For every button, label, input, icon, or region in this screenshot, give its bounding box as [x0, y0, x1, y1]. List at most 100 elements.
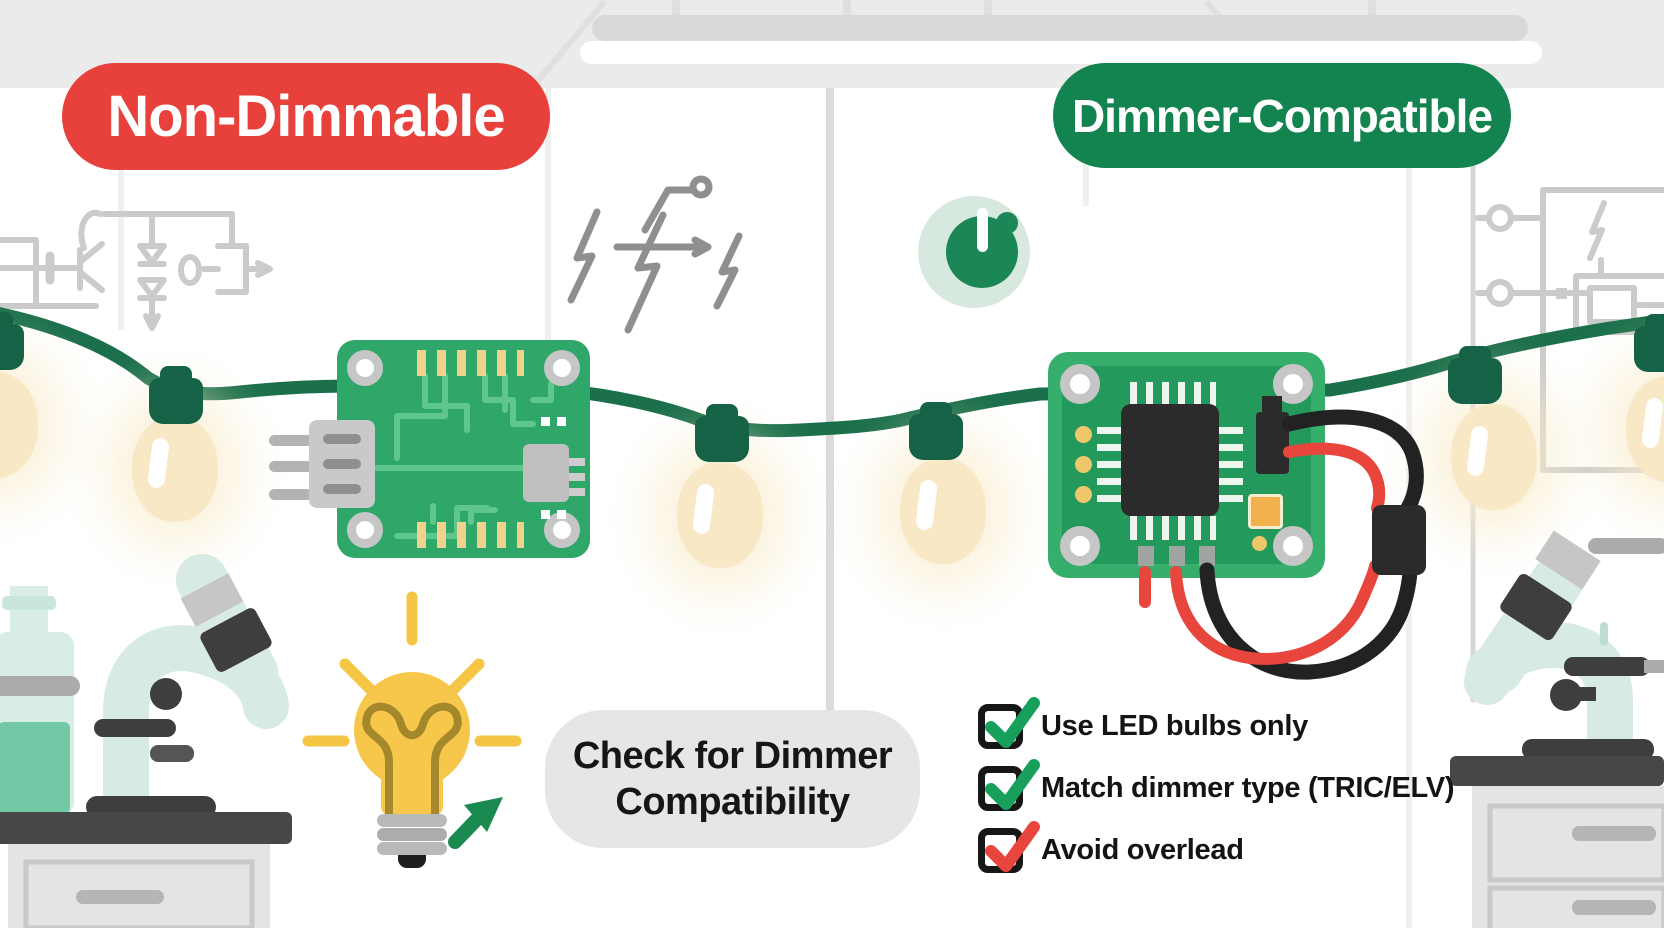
bulb-screw-base: [377, 814, 447, 827]
checkbox-icon: [978, 820, 1040, 873]
pcb-non-dimmable: [269, 340, 590, 558]
connector-slot: [323, 484, 361, 494]
lab-cabinet: [1472, 786, 1664, 928]
connector-pin: [269, 435, 313, 446]
wall-line: [545, 88, 551, 480]
callout-line2: Compatibility: [615, 781, 850, 823]
terminal-dot-icon: [689, 175, 713, 199]
checklist-label: Match dimmer type (TRIC/ELV): [1041, 771, 1455, 804]
screw-hole: [1273, 526, 1313, 566]
ceiling-light-tube: [580, 41, 1542, 64]
bulb-socket: [695, 404, 749, 462]
screw-hole: [544, 350, 580, 386]
bottom-pin: [1138, 546, 1154, 566]
drawer-handle: [1572, 900, 1656, 915]
bottom-pin: [1199, 546, 1215, 566]
checkbox-icon: [978, 758, 1040, 811]
ceiling-light-fixture: [592, 15, 1528, 41]
chip-pins: [1130, 516, 1216, 540]
bulb-contact-nub: [398, 855, 426, 868]
inline-connector-block: [1372, 505, 1426, 575]
pcb-dot: [557, 510, 566, 519]
bulb-socket: [909, 402, 963, 460]
dimmer-compatible-badge: Dimmer-Compatible: [1053, 63, 1511, 168]
check-icon: [985, 758, 1040, 810]
screw-hole: [1060, 526, 1100, 566]
solder-pad: [1075, 456, 1092, 473]
microscope-icon: [86, 554, 289, 841]
checklist-item: Use LED bulbs only: [978, 696, 1308, 750]
lightning-bolt-icon: [567, 208, 601, 304]
connector-block: [309, 420, 375, 508]
string-bulb: [900, 458, 986, 564]
wall-line: [118, 88, 124, 330]
center-divider-line: [826, 88, 834, 712]
pcb-dot: [541, 417, 550, 426]
bulb-socket: [0, 312, 24, 370]
badge-label: Non-Dimmable: [107, 84, 505, 149]
pcb-dot: [541, 510, 550, 519]
bulb-socket: [1448, 346, 1502, 404]
bulb-screw-base: [377, 842, 447, 855]
lightning-bolt-icon: [713, 232, 743, 310]
cursor-arrow-icon: [448, 797, 503, 849]
screw-hole: [347, 512, 383, 548]
connector-slot: [323, 434, 361, 444]
bulb-socket: [1634, 314, 1664, 372]
wire-connector: [1256, 396, 1289, 474]
callout-line1: Check for Dimmer: [572, 734, 893, 777]
string-bulb: [1451, 404, 1537, 510]
badge-label: Dimmer-Compatible: [1071, 89, 1493, 142]
solder-pad: [1075, 486, 1092, 503]
chip-pins: [1219, 424, 1243, 502]
dimmer-knob-indicator: [977, 208, 988, 252]
smd-component: [1248, 494, 1283, 529]
check-icon: [985, 696, 1040, 748]
non-dimmable-badge: Non-Dimmable: [62, 63, 550, 170]
checklist-label: Avoid overlead: [1041, 833, 1244, 866]
drawer-handle: [1572, 826, 1656, 841]
connector-slot: [323, 459, 361, 469]
pcb-dimmer-compatible: [1048, 352, 1325, 578]
checklist-label: Use LED bulbs only: [1041, 709, 1308, 742]
fixture-hanger: [984, 0, 992, 17]
connector-pin: [269, 489, 313, 500]
string-bulb: [1626, 376, 1664, 482]
arrow-right-icon: [613, 236, 712, 258]
circuit-schematic-left: [0, 209, 273, 331]
pcb-pad-row: [417, 350, 524, 376]
chip-icon: [523, 444, 585, 502]
checkbox-icon: [978, 696, 1040, 749]
microscope-icon: [1464, 530, 1664, 768]
checklist-item: Avoid overlead: [978, 820, 1244, 874]
string-bulb: [132, 416, 218, 522]
idea-bulb-neck: [381, 770, 443, 816]
screw-hole: [1273, 364, 1313, 404]
lightning-icons: [567, 175, 743, 334]
check-icon: [985, 820, 1040, 872]
lab-cabinet: [8, 844, 270, 928]
microcontroller-chip-icon: [1121, 404, 1219, 516]
checklist-item: Match dimmer type (TRIC/ELV): [978, 758, 1455, 812]
fixture-hanger: [843, 0, 851, 17]
pcb-pad-row: [417, 522, 524, 548]
screw-hole: [1060, 364, 1100, 404]
lab-counter: [1450, 756, 1664, 786]
connector-pin: [269, 461, 313, 472]
solder-pad: [1075, 426, 1092, 443]
screw-hole: [347, 350, 383, 386]
drawer-handle: [76, 890, 164, 904]
fixture-hanger: [1368, 0, 1376, 17]
pcb-dot: [557, 417, 566, 426]
dimmer-knob-pointer: [996, 212, 1018, 234]
lightning-bolt-icon: [624, 211, 667, 334]
lab-counter: [0, 812, 292, 844]
bulb-socket: [149, 366, 203, 424]
string-bulb: [677, 462, 763, 568]
chip-pins: [1097, 424, 1121, 502]
chip-pins: [1130, 382, 1216, 406]
solder-pad: [1252, 536, 1267, 551]
callout-box: Check for Dimmer Compatibility: [545, 710, 920, 848]
bottom-pin: [1169, 546, 1185, 566]
